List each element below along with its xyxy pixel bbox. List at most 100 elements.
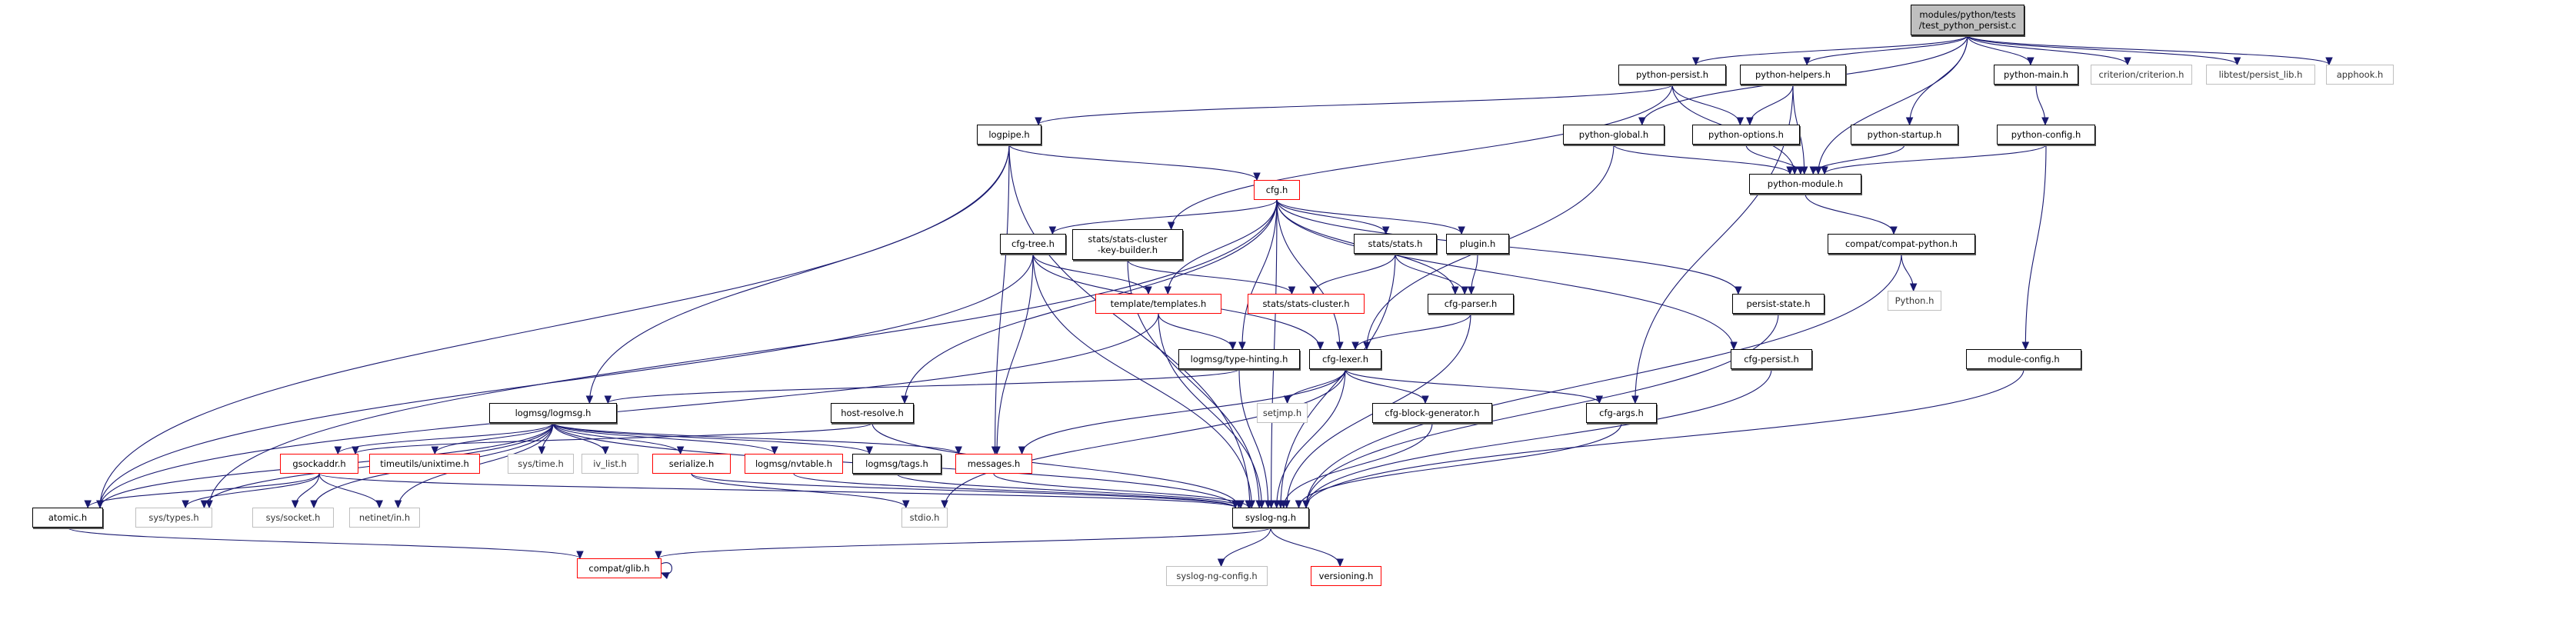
node-cfg[interactable]: cfg.h bbox=[1254, 180, 1300, 200]
edge-messages-to-syslog-ng bbox=[993, 473, 1249, 508]
edge-arrowhead bbox=[1595, 395, 1604, 405]
node-logpipe[interactable]: logpipe.h bbox=[977, 125, 1041, 145]
node-cfg-tree[interactable]: cfg-tree.h bbox=[1000, 234, 1066, 254]
node-plugin[interactable]: plugin.h bbox=[1446, 234, 1509, 254]
node-cfg-block-gen[interactable]: cfg-block-generator.h bbox=[1372, 403, 1492, 423]
edge-cfg-tree-to-messages bbox=[996, 253, 1034, 455]
edge-arrowhead bbox=[1167, 221, 1175, 231]
node-template[interactable]: template/templates.h bbox=[1095, 294, 1221, 314]
edge-arrowhead bbox=[1309, 286, 1318, 295]
node-python-options[interactable]: python-options.h bbox=[1692, 125, 1800, 145]
edge-template-to-syslog-ng bbox=[1158, 313, 1262, 508]
node-versioning[interactable]: versioning.h bbox=[1311, 566, 1381, 586]
edge-arrowhead bbox=[1736, 117, 1745, 126]
node-host-resolve[interactable]: host-resolve.h bbox=[831, 403, 914, 423]
edge-arrowhead bbox=[1786, 166, 1794, 175]
node-compat-python[interactable]: compat/compat-python.h bbox=[1828, 234, 1975, 254]
edge-cfg-tree-to-atomic bbox=[99, 253, 1034, 508]
edge-arrowhead bbox=[1264, 500, 1272, 509]
node-python-module[interactable]: python-module.h bbox=[1749, 174, 1861, 194]
node-python-helpers[interactable]: python-helpers.h bbox=[1740, 65, 1846, 85]
edge-root-to-persist-lib bbox=[1967, 35, 2238, 65]
node-messages[interactable]: messages.h bbox=[955, 454, 1032, 474]
edge-logmsg-to-nvtable bbox=[552, 422, 775, 455]
node-compat-glib[interactable]: compat/glib.h bbox=[577, 558, 661, 578]
edge-python-startup-to-python-module bbox=[1812, 144, 1905, 175]
node-cfg-lexer[interactable]: cfg-lexer.h bbox=[1309, 349, 1381, 369]
edge-arrowhead bbox=[1316, 341, 1325, 351]
edge-arrowhead bbox=[1288, 286, 1296, 295]
edge-arrowhead bbox=[1217, 558, 1225, 568]
node-atomic[interactable]: atomic.h bbox=[32, 508, 103, 528]
node-syslog-ng-config: syslog-ng-config.h bbox=[1166, 566, 1268, 586]
edge-logpipe-to-syslog-ng bbox=[1008, 144, 1251, 508]
edge-arrowhead bbox=[394, 500, 402, 509]
edge-logmsg-to-timeutils bbox=[434, 422, 554, 455]
node-python-persist[interactable]: python-persist.h bbox=[1618, 65, 1726, 85]
edge-arrowhead bbox=[2041, 117, 2049, 126]
node-timeutils[interactable]: timeutils/unixtime.h bbox=[369, 454, 480, 474]
edge-arrowhead bbox=[84, 500, 92, 509]
edge-logmsg-to-messages bbox=[552, 422, 959, 455]
edge-arrowhead bbox=[1245, 500, 1252, 509]
node-tags[interactable]: logmsg/tags.h bbox=[852, 454, 941, 474]
node-gsockaddr[interactable]: gsockaddr.h bbox=[280, 454, 358, 474]
node-python-startup[interactable]: python-startup.h bbox=[1851, 125, 1958, 145]
edge-compat-glib-to-compat-glib bbox=[661, 562, 672, 574]
edge-cfg-to-cfg-tree bbox=[1051, 199, 1278, 235]
node-root[interactable]: modules/python/tests /test_python_persis… bbox=[1911, 5, 2024, 35]
node-python-config[interactable]: python-config.h bbox=[1997, 125, 2095, 145]
node-module-config[interactable]: module-config.h bbox=[1966, 349, 2081, 369]
edge-python-global-to-python-module bbox=[1613, 144, 1791, 175]
edge-root-to-python-module bbox=[1818, 35, 1968, 175]
node-cfg-parser[interactable]: cfg-parser.h bbox=[1428, 294, 1514, 314]
node-python-global[interactable]: python-global.h bbox=[1563, 125, 1665, 145]
edge-arrowhead bbox=[334, 446, 342, 455]
edge-python-config-to-module-config bbox=[2024, 144, 2047, 350]
node-stats-cluster[interactable]: stats/stats-cluster.h bbox=[1248, 294, 1365, 314]
edge-syslog-ng-to-compat-glib bbox=[658, 527, 1271, 559]
node-iv-list: iv_list.h bbox=[582, 454, 638, 474]
node-type-hinting[interactable]: logmsg/type-hinting.h bbox=[1178, 349, 1300, 369]
edge-host-resolve-to-syslog-ng bbox=[871, 422, 1240, 508]
edge-arrowhead bbox=[1228, 341, 1237, 351]
edge-arrowhead bbox=[660, 572, 670, 579]
edge-arrowhead bbox=[1336, 341, 1344, 351]
node-persist-state[interactable]: persist-state.h bbox=[1732, 294, 1825, 314]
edge-arrowhead bbox=[538, 446, 546, 455]
edge-arrowhead bbox=[96, 500, 104, 509]
node-stats-key-builder[interactable]: stats/stats-cluster -key-builder.h bbox=[1072, 229, 1183, 260]
edge-root-to-apphook bbox=[1967, 35, 2330, 65]
edge-tags-to-syslog-ng bbox=[896, 473, 1241, 508]
node-nvtable[interactable]: logmsg/nvtable.h bbox=[745, 454, 843, 474]
node-syslog-ng[interactable]: syslog-ng.h bbox=[1232, 508, 1309, 528]
node-cfg-persist[interactable]: cfg-persist.h bbox=[1731, 349, 1812, 369]
edge-cfg-to-template bbox=[1167, 199, 1278, 295]
edge-arrowhead bbox=[604, 395, 612, 405]
edge-cfg-to-host-resolve bbox=[904, 199, 1278, 404]
edge-python-module-to-compat-python bbox=[1805, 193, 1895, 235]
edge-arrowhead bbox=[1803, 57, 1811, 66]
node-serialize[interactable]: serialize.h bbox=[652, 454, 731, 474]
node-sys-types: sys/types.h bbox=[135, 508, 212, 528]
edge-arrowhead bbox=[1905, 117, 1914, 126]
edge-syslog-ng-to-syslog-ng-config bbox=[1221, 527, 1271, 567]
node-apphook: apphook.h bbox=[2326, 65, 2394, 85]
edge-arrowhead bbox=[576, 551, 584, 560]
edge-arrowhead bbox=[1336, 558, 1344, 568]
edge-arrowhead bbox=[1421, 395, 1429, 405]
node-python-h: Python.h bbox=[1888, 291, 1941, 311]
edge-arrowhead bbox=[1631, 395, 1639, 405]
node-stats-stats[interactable]: stats/stats.h bbox=[1354, 234, 1437, 254]
node-cfg-args[interactable]: cfg-args.h bbox=[1586, 403, 1657, 423]
edge-arrowhead bbox=[585, 395, 594, 405]
edge-arrowhead bbox=[955, 446, 962, 455]
edge-arrowhead bbox=[2021, 341, 2030, 351]
edge-arrowhead bbox=[431, 446, 439, 455]
node-logmsg[interactable]: logmsg/logmsg.h bbox=[489, 403, 617, 423]
edge-logpipe-to-cfg bbox=[1008, 144, 1258, 181]
edge-arrowhead bbox=[901, 500, 910, 509]
edge-cfg-lexer-to-messages bbox=[1021, 368, 1346, 455]
node-python-main[interactable]: python-main.h bbox=[1994, 65, 2078, 85]
edge-compat-python-to-syslog-ng bbox=[1305, 253, 1902, 508]
